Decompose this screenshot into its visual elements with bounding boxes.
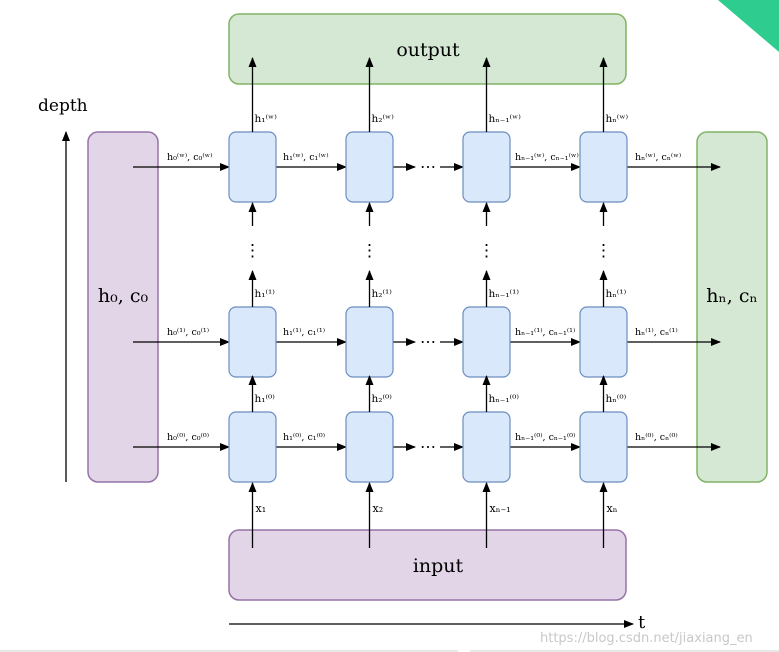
hidden-state-label: hₙ₋₁⁽ʷ⁾ (489, 113, 522, 125)
vertical-dots: ⋮ (478, 241, 495, 261)
state-pair-label: h₁⁽⁰⁾, c₁⁽⁰⁾ (283, 432, 325, 443)
lstm-cell (462, 131, 511, 203)
state-pair-label: h₁⁽¹⁾, c₁⁽¹⁾ (283, 327, 325, 338)
lstm-cell (345, 306, 394, 378)
state-pair-label: hₙ⁽ʷ⁾, cₙ⁽ʷ⁾ (635, 152, 681, 163)
output-label: output (396, 39, 460, 61)
hidden-state-label: h₁⁽ʷ⁾ (255, 113, 278, 125)
state-pair-label: hₙ⁽¹⁾, cₙ⁽¹⁾ (635, 327, 678, 338)
ellipsis: ⋯ (420, 437, 436, 456)
input-box (228, 529, 627, 601)
lstm-cell (228, 306, 277, 378)
state-pair-label: hₙ₋₁⁽¹⁾, cₙ₋₁⁽¹⁾ (515, 327, 575, 338)
cell-grid: ⋯ h₀⁽ʷ⁾, c₀⁽ʷ⁾ h₁⁽ʷ⁾, c₁⁽ʷ⁾ hₙ₋₁⁽ʷ⁾, cₙ₋₁⁽ʷ… (133, 57, 721, 548)
vertical-dots: ⋮ (361, 241, 378, 261)
hidden-state-label: hₙ⁽⁰⁾ (606, 393, 627, 405)
hidden-state-label: h₁⁽¹⁾ (255, 288, 276, 300)
ellipsis: ⋯ (420, 332, 436, 351)
state-pair-label: h₀⁽ʷ⁾, c₀⁽ʷ⁾ (167, 152, 213, 163)
hidden-state-label: h₁⁽⁰⁾ (255, 393, 276, 405)
input-label: input (413, 555, 464, 577)
hidden-state-label: hₙ⁽ʷ⁾ (606, 113, 629, 125)
state-pair-label: h₁⁽ʷ⁾, c₁⁽ʷ⁾ (283, 152, 329, 163)
lstm-cell (345, 131, 394, 203)
input-x-label: xₙ (607, 502, 618, 515)
input-x-label: x₁ (256, 502, 267, 515)
vertical-dots: ⋮ (595, 241, 612, 261)
lstm-cell (579, 411, 628, 483)
final-state-label: hₙ, cₙ (706, 285, 757, 307)
state-pair-label: hₙ₋₁⁽⁰⁾, cₙ₋₁⁽⁰⁾ (515, 432, 575, 443)
state-pair-label: h₀⁽⁰⁾, c₀⁽⁰⁾ (167, 432, 209, 443)
hidden-state-label: h₂⁽⁰⁾ (372, 393, 393, 405)
lstm-cell (345, 411, 394, 483)
hidden-state-label: h₂⁽ʷ⁾ (372, 113, 395, 125)
hidden-state-label: h₂⁽¹⁾ (372, 288, 393, 300)
lstm-cell (228, 411, 277, 483)
initial-state-box (87, 131, 159, 483)
depth-label: depth (38, 96, 88, 116)
output-box (228, 13, 627, 85)
final-state-box (696, 131, 768, 483)
lstm-cell (228, 131, 277, 203)
corner-accent-shape (718, 0, 779, 52)
watermark-text: https://blog.csdn.net/jiaxiang_en (540, 631, 753, 646)
state-pair-label: hₙ₋₁⁽ʷ⁾, cₙ₋₁⁽ʷ⁾ (515, 152, 579, 163)
state-pair-label: hₙ⁽⁰⁾, cₙ⁽⁰⁾ (635, 432, 678, 443)
input-x-label: xₙ₋₁ (490, 502, 511, 515)
lstm-cell (579, 131, 628, 203)
vertical-dots: ⋮ (244, 241, 261, 261)
hidden-state-label: hₙ⁽¹⁾ (606, 288, 627, 300)
input-x-label: x₂ (373, 502, 384, 515)
hidden-state-label: hₙ₋₁⁽⁰⁾ (489, 393, 520, 405)
time-label: t (638, 612, 646, 633)
ellipsis: ⋯ (420, 157, 436, 176)
state-pair-label: h₀⁽¹⁾, c₀⁽¹⁾ (167, 327, 209, 338)
lstm-cell (462, 306, 511, 378)
hidden-state-label: hₙ₋₁⁽¹⁾ (489, 288, 520, 300)
initial-state-label: h₀, c₀ (98, 285, 149, 307)
lstm-cell (579, 306, 628, 378)
lstm-cell (462, 411, 511, 483)
